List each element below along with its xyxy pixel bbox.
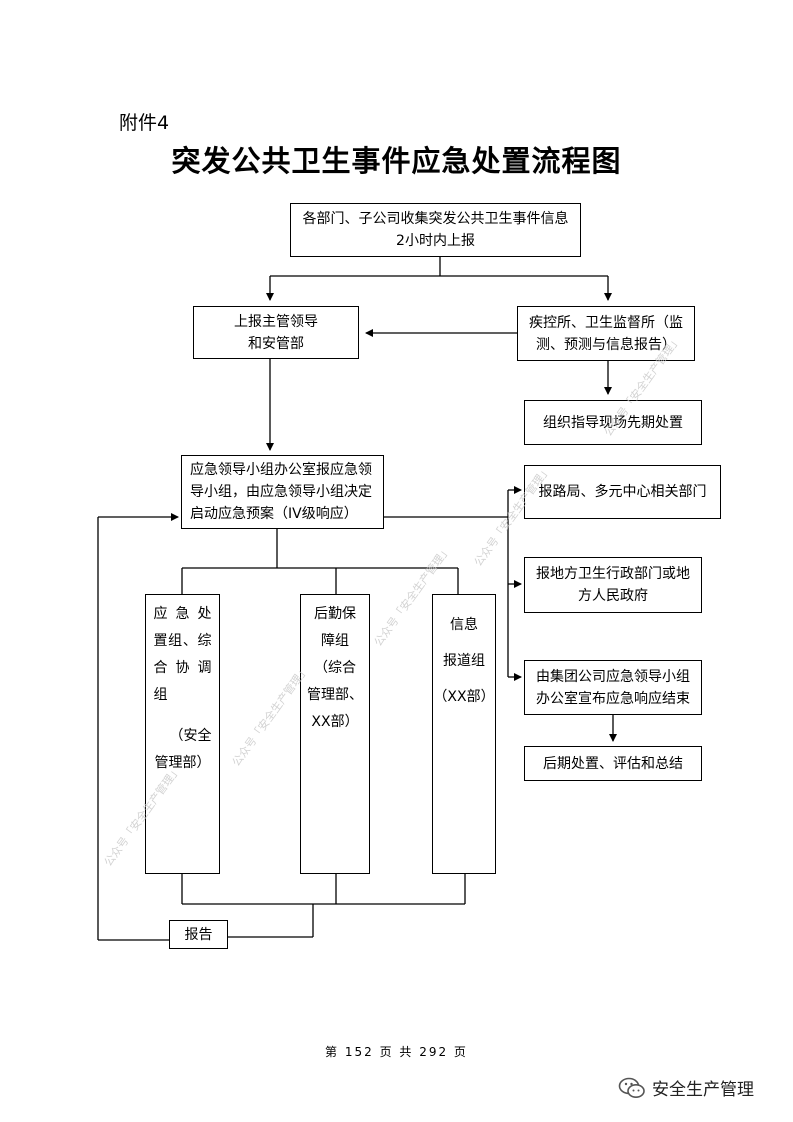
node-group-emergency: 应急处 置组、综 合协调 组 （安全 管理部） bbox=[145, 594, 220, 874]
annex-label: 附件4 bbox=[119, 112, 170, 134]
group3-line3: （XX部） bbox=[433, 689, 495, 705]
node-local-gov-line2: 方人民政府 bbox=[578, 588, 648, 604]
node-aftermath-text: 后期处置、评估和总结 bbox=[543, 755, 683, 772]
node-organize-text: 组织指导现场先期处置 bbox=[543, 414, 683, 431]
group3-line2: 报道组 bbox=[443, 653, 485, 669]
node-collect-line1: 各部门、子公司收集突发公共卫生事件信息 bbox=[302, 211, 569, 227]
group2-line2: 障组 bbox=[321, 633, 349, 649]
group1-line3: 合协调 bbox=[153, 660, 212, 676]
node-organize: 组织指导现场先期处置 bbox=[524, 400, 702, 445]
node-road-bureau-text: 报路局、多元中心相关部门 bbox=[538, 484, 707, 500]
node-collect-info: 各部门、子公司收集突发公共卫生事件信息 2小时内上报 bbox=[290, 203, 581, 257]
node-group-end-line1: 由集团公司应急领导小组 bbox=[536, 668, 690, 685]
page-title: 突发公共卫生事件应急处置流程图 bbox=[171, 144, 622, 178]
node-road-bureau: 报路局、多元中心相关部门 bbox=[524, 465, 721, 519]
node-local-gov-line1: 报地方卫生行政部门或地 bbox=[536, 566, 690, 582]
node-office-line2: 导小组，由应急领导小组决定 bbox=[190, 484, 372, 500]
node-group-logistics: 后勤保 障组 （综合 管理部、 XX部） bbox=[300, 594, 370, 874]
group2-line3: （综合 bbox=[314, 660, 356, 676]
node-report-leader-line1: 上报主管领导 bbox=[234, 313, 318, 330]
group2-line5: XX部） bbox=[311, 714, 359, 730]
node-cdc: 疾控所、卫生监督所（监 测、预测与信息报告） bbox=[517, 306, 695, 361]
group3-line1: 信息 bbox=[450, 617, 478, 633]
group1-line4: 组 bbox=[153, 687, 168, 703]
node-group-info: 信息 报道组 （XX部） bbox=[432, 594, 496, 874]
node-office-line3: 启动应急预案（IV级响应） bbox=[190, 506, 358, 522]
node-report-leader: 上报主管领导 和安管部 bbox=[193, 306, 359, 359]
node-local-gov: 报地方卫生行政部门或地 方人民政府 bbox=[524, 557, 702, 613]
wechat-icon bbox=[618, 1077, 645, 1098]
page-footer: 第 152 页 共 292 页 bbox=[325, 1045, 468, 1059]
node-report-leader-line2: 和安管部 bbox=[248, 335, 304, 352]
node-report-text: 报告 bbox=[184, 926, 213, 943]
node-cdc-line2: 测、预测与信息报告） bbox=[536, 336, 676, 353]
node-group-end-line2: 办公室宣布应急响应结束 bbox=[536, 690, 690, 707]
node-collect-line2: 2小时内上报 bbox=[396, 233, 475, 249]
brand-text: 安全生产管理 bbox=[652, 1080, 754, 1100]
node-cdc-line1: 疾控所、卫生监督所（监 bbox=[529, 314, 683, 331]
group1-line1: 应急处 bbox=[153, 606, 212, 622]
group2-line1: 后勤保 bbox=[314, 606, 356, 622]
node-group-end: 由集团公司应急领导小组 办公室宣布应急响应结束 bbox=[524, 660, 702, 715]
group1-line2: 置组、综 bbox=[153, 633, 212, 649]
node-report: 报告 bbox=[169, 920, 228, 949]
group2-line4: 管理部、 bbox=[307, 687, 363, 703]
group1-line6: 管理部） bbox=[154, 755, 211, 771]
node-aftermath: 后期处置、评估和总结 bbox=[524, 746, 702, 781]
brand-badge: 安全生产管理 bbox=[618, 1075, 754, 1100]
group1-line5: （安全 bbox=[169, 728, 212, 744]
node-office-line1: 应急领导小组办公室报应急领 bbox=[190, 462, 372, 478]
node-office: 应急领导小组办公室报应急领 导小组，由应急领导小组决定 启动应急预案（IV级响应… bbox=[181, 455, 384, 529]
